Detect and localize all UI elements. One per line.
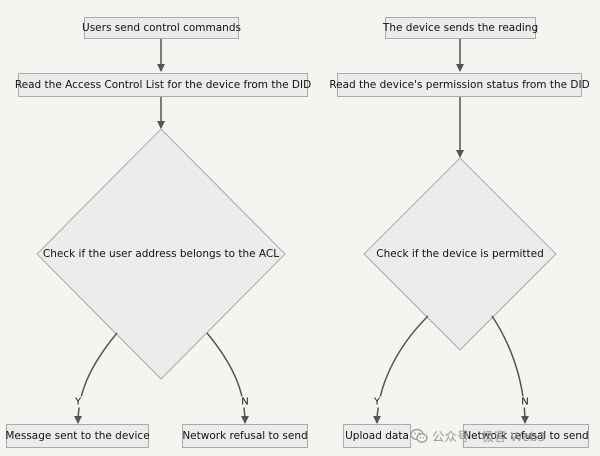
- left-read-acl-node: Read the Access Control List for the dev…: [15, 73, 311, 97]
- watermark: 公众号 · 极客 Web3: [410, 426, 546, 445]
- right-start-node: The device sends the reading: [383, 17, 538, 39]
- left-yes-result-node: Message sent to the device: [5, 424, 150, 448]
- right-no-result-node: Network refusal to send: [463, 424, 589, 448]
- left-yes-label: Y: [73, 396, 83, 408]
- right-decision-diamond: [363, 157, 557, 351]
- right-yes-result-node: Upload data: [343, 424, 411, 448]
- right-yes-label: Y: [372, 396, 382, 408]
- right-decision-text: Check if the device is permitted: [376, 248, 544, 260]
- left-no-result-node: Network refusal to send: [182, 424, 308, 448]
- edge-right-decision-yes: [373, 315, 429, 424]
- left-decision-text: Check if the user address belongs to the…: [42, 248, 280, 260]
- edge-left-decision-yes: [74, 332, 118, 424]
- wechat-icon: [410, 428, 428, 443]
- right-no-label: N: [520, 396, 530, 408]
- left-start-node: Users send control commands: [82, 17, 241, 39]
- edge-left-decision-no: [206, 332, 249, 424]
- right-read-status-node: Read the device's permission status from…: [329, 73, 590, 97]
- left-no-label: N: [240, 396, 250, 408]
- edge-right-decision-no: [491, 315, 529, 424]
- left-decision-diamond: [36, 128, 286, 380]
- watermark-text: 公众号 · 极客 Web3: [432, 429, 546, 444]
